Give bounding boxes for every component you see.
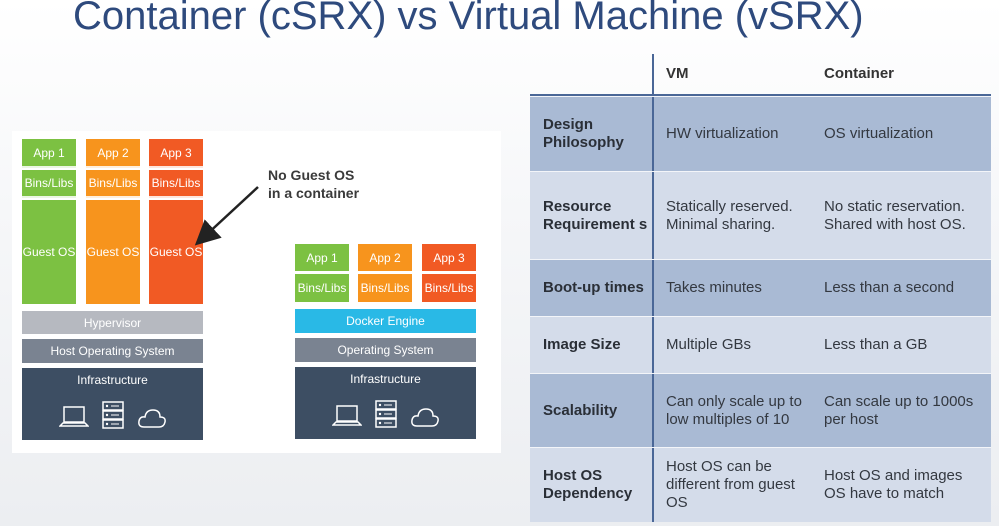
container-cell: Less than a second [812,260,991,316]
vm-cell: HW virtualization [654,97,812,171]
operating-system-layer: Operating System [295,338,476,362]
container-app-3: App 3 [422,244,476,271]
table-row: Boot-up times Takes minutes Less than a … [530,259,991,316]
annotation-line-2: in a container [268,185,360,201]
vm-bins-2: Bins/Libs [86,170,140,198]
vm-bins-1: Bins/Libs [22,170,76,198]
vm-infrastructure-label: Infrastructure [77,373,148,387]
row-label: Image Size [530,317,654,373]
docker-engine-layer: Docker Engine [295,309,476,333]
container-bins-2: Bins/Libs [358,274,412,302]
row-label: Resource Requirement s [530,172,654,259]
server-icon [374,400,397,428]
table-row: Image Size Multiple GBs Less than a GB [530,316,991,373]
table-header-container: Container [824,65,895,82]
vm-guest-os-1: Guest OS [22,200,76,304]
cloud-icon [410,408,439,427]
laptop-icon [331,405,362,426]
architecture-diagram: App 1 App 2 App 3 Bins/Libs Bins/Libs Bi… [12,131,501,453]
annotation-no-guest-os: No Guest OS in a container [268,166,359,202]
vm-bins-3: Bins/Libs [149,170,203,198]
container-bins-1: Bins/Libs [295,274,349,302]
container-cell: Host OS and images OS have to match [812,448,991,522]
container-cell: OS virtualization [812,97,991,171]
table-row: Resource Requirement s Statically reserv… [530,171,991,259]
vm-app-3: App 3 [149,139,203,168]
slide-title: Container (cSRX) vs Virtual Machine (vSR… [73,0,864,38]
vm-cell: Statically reserved. Minimal sharing. [654,172,812,259]
row-label: Boot-up times [530,260,654,316]
table-row: Design Philosophy HW virtualization OS v… [530,96,991,171]
vm-cell: Host OS can be different from guest OS [654,448,812,522]
annotation-arrow [194,186,259,246]
container-infrastructure-label: Infrastructure [350,372,421,386]
vm-guest-os-2: Guest OS [86,200,140,304]
table-row: Host OS Dependency Host OS can be differ… [530,447,991,522]
container-cell: Can scale up to 1000s per host [812,374,991,447]
vm-cell: Takes minutes [654,260,812,316]
vm-cell: Can only scale up to low multiples of 10 [654,374,812,447]
vm-app-2: App 2 [86,139,140,168]
comparison-table: VM Container Design Philosophy HW virtua… [530,54,991,522]
annotation-line-1: No Guest OS [268,167,355,183]
container-infrastructure-layer: Infrastructure [295,367,476,439]
table-header-row: VM Container [530,54,991,96]
table-row: Scalability Can only scale up to low mul… [530,373,991,447]
table-header-vm: VM [666,65,689,82]
container-app-2: App 2 [358,244,412,271]
container-bins-3: Bins/Libs [422,274,476,302]
host-os-layer: Host Operating System [22,339,203,363]
vm-cell: Multiple GBs [654,317,812,373]
table-header-blank [530,54,654,94]
vm-infrastructure-layer: Infrastructure [22,368,203,440]
row-label: Host OS Dependency [530,448,654,522]
hypervisor-layer: Hypervisor [22,311,203,334]
vm-app-1: App 1 [22,139,76,168]
cloud-icon [137,409,166,428]
vm-guest-os-3: Guest OS [149,200,203,304]
server-icon [101,401,124,429]
container-cell: Less than a GB [812,317,991,373]
row-label: Scalability [530,374,654,447]
laptop-icon [58,406,89,427]
row-label: Design Philosophy [530,97,654,171]
container-cell: No static reservation. Shared with host … [812,172,991,259]
container-app-1: App 1 [295,244,349,271]
